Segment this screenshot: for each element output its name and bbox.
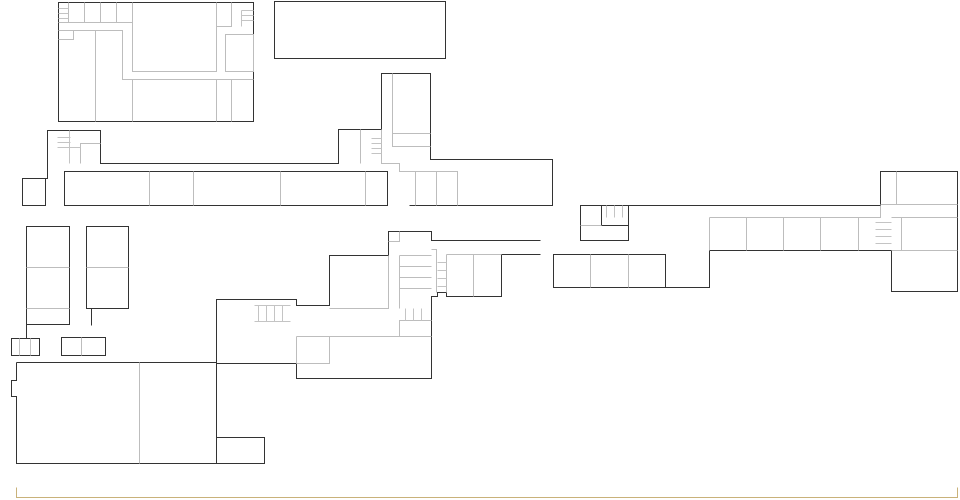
stairs-icon (371, 138, 382, 154)
room-east (225, 34, 254, 72)
corridor-wall (709, 205, 881, 218)
room-row-central (64, 171, 388, 206)
building-west-blocks[interactable] (11, 226, 129, 356)
building-northwest[interactable] (58, 2, 254, 122)
room-annex-west-b (61, 337, 106, 356)
building-southwest-outline (11, 362, 217, 464)
building-northwest-outline (58, 2, 254, 122)
stairs-icon (606, 205, 623, 218)
corridor-wall (381, 129, 458, 206)
room-small (58, 30, 74, 40)
stairs-icon (58, 8, 69, 19)
corridor-wall (58, 30, 254, 80)
building-southwest[interactable] (11, 362, 265, 464)
room-entrance-east (580, 205, 629, 241)
room-annex-west (11, 338, 40, 356)
room-entrance-west (22, 178, 46, 206)
stairs-icon (875, 222, 892, 244)
room-annex-south (216, 437, 265, 464)
room-small (388, 231, 400, 242)
room-hall (329, 255, 389, 309)
building-central-wing[interactable] (22, 73, 553, 206)
room-tower (392, 73, 431, 147)
building-north-annex[interactable] (274, 1, 446, 59)
room-small (296, 336, 330, 364)
room-small (80, 143, 101, 164)
building-central-south[interactable] (216, 231, 541, 379)
stairs-icon (254, 305, 291, 322)
stairs-icon (437, 262, 447, 287)
building-east[interactable] (553, 171, 958, 292)
central-wing-outline (45, 73, 553, 206)
stairs-icon (57, 130, 81, 164)
central-south-outline-lower (216, 254, 541, 379)
scale-bar (16, 487, 958, 498)
block-west-a (26, 226, 70, 325)
stairs-icon (241, 10, 254, 27)
central-south-outline (216, 231, 541, 363)
room-large-north (132, 2, 232, 72)
corridor-wall (431, 249, 437, 293)
room-small (399, 320, 432, 337)
stairs-icon (405, 308, 422, 321)
